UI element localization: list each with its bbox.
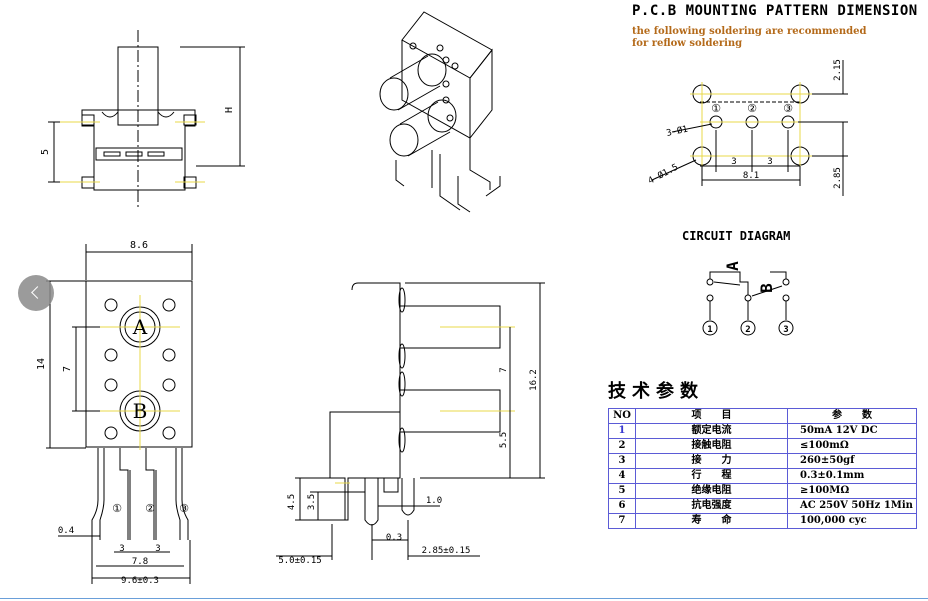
- pcb-hole1-label: 3-Ø1: [665, 124, 689, 139]
- spec-no: 7: [608, 513, 636, 529]
- spec-item: 接 力: [635, 453, 788, 469]
- dim-height-label: 14: [36, 358, 47, 370]
- dim-pin-pitch1-label: 3: [119, 544, 124, 554]
- pcb-note-1: the following soldering are recommended: [632, 26, 867, 37]
- pcb-dim-total-label: 8.1: [743, 171, 759, 181]
- dim-side-h2-label: 7: [499, 367, 509, 372]
- dim-five-label: 5: [40, 149, 51, 155]
- pcb-pin-3-label: ③: [783, 102, 793, 115]
- spec-item: 行 程: [635, 468, 788, 484]
- pcb-dim-h2-label: 3: [767, 157, 772, 167]
- spec-value: ≥100MΩ: [787, 483, 917, 499]
- button-a-label: A: [132, 315, 148, 339]
- dim-side-t1-label: 1.0: [426, 496, 442, 506]
- circuit-pin-2: 2: [745, 325, 750, 335]
- spec-value: ≤100mΩ: [787, 438, 917, 454]
- spec-no: 4: [608, 468, 636, 484]
- dim-overall-label: 9.6±0.3: [121, 576, 159, 586]
- spec-value: 0.3±0.1mm: [787, 468, 917, 484]
- table-row: 6 抗电强度 AC 250V 50Hz 1Min: [608, 498, 917, 514]
- spec-no: 1: [608, 423, 636, 439]
- side-view: [276, 282, 545, 560]
- dim-pin-thk-label: 0.4: [58, 526, 74, 536]
- isometric-view: [379, 11, 501, 213]
- circuit-label-b: B: [757, 283, 776, 293]
- pin-2-label: ②: [145, 502, 155, 515]
- pin-3-label: ③: [179, 502, 189, 515]
- top-view: [48, 30, 245, 210]
- dim-pitch-label: 7: [62, 366, 73, 372]
- spec-item: 额定电流: [635, 423, 788, 439]
- dim-side-d2-label: 2.85±0.15: [422, 546, 471, 556]
- spec-item: 寿 命: [635, 513, 788, 529]
- spec-no: 6: [608, 498, 636, 514]
- dim-width-label: 8.6: [130, 240, 148, 251]
- table-row: 1 额定电流 50mA 12V DC: [608, 423, 917, 439]
- spec-header-no: NO: [608, 408, 636, 424]
- spec-item: 抗电强度: [635, 498, 788, 514]
- circuit-pin-3: 3: [783, 325, 788, 335]
- pcb-note-2: for reflow soldering: [632, 38, 743, 49]
- circuit-label-a: A: [723, 261, 742, 271]
- pcb-dim-d2-label: 2.85: [833, 167, 843, 189]
- dim-h-label: H: [224, 107, 235, 113]
- spec-value: AC 250V 50Hz 1Min: [787, 498, 917, 514]
- button-b-label: B: [133, 399, 148, 423]
- spec-item: 接触电阻: [635, 438, 788, 454]
- dim-side-t2-label: 0.3: [386, 533, 402, 543]
- spec-title: 技术参数: [608, 381, 704, 402]
- spec-no: 5: [608, 483, 636, 499]
- spec-item: 绝缘电阻: [635, 483, 788, 499]
- pcb-title: P.C.B MOUNTING PATTERN DIMENSION: [632, 3, 918, 19]
- table-row: 2 接触电阻 ≤100mΩ: [608, 438, 917, 454]
- dim-side-d1-label: 5.0±0.15: [278, 556, 321, 566]
- spec-header-item: 项 目: [635, 408, 788, 424]
- table-row: 3 接 力 260±50gf: [608, 453, 917, 469]
- pin-1-label: ①: [112, 502, 122, 515]
- dim-side-h1-label: 16.2: [529, 369, 539, 391]
- spec-value: 50mA 12V DC: [787, 423, 917, 439]
- table-row: 5 绝缘电阻 ≥100MΩ: [608, 483, 917, 499]
- pcb-pattern: [651, 60, 848, 196]
- dim-pin-pitch2-label: 3: [155, 544, 160, 554]
- pcb-hole2-label: 4-Ø1.5: [646, 162, 680, 187]
- previous-image-button[interactable]: [18, 275, 54, 311]
- pcb-dim-h1-label: 3: [731, 157, 736, 167]
- circuit-title: CIRCUIT DIAGRAM: [682, 229, 791, 243]
- spec-header-row: NO 项 目 参 数: [608, 408, 917, 424]
- spec-no: 3: [608, 453, 636, 469]
- spec-header-value: 参 数: [787, 408, 917, 424]
- spec-table: NO 项 目 参 数 1 额定电流 50mA 12V DC 2 接触电阻 ≤10…: [608, 408, 917, 529]
- front-view: [46, 244, 193, 584]
- dim-side-p1-label: 4.5: [287, 494, 297, 510]
- table-row: 4 行 程 0.3±0.1mm: [608, 468, 917, 484]
- circuit-diagram: [702, 271, 794, 336]
- pcb-pin-2-label: ②: [747, 102, 757, 115]
- dim-side-h3-label: 5.5: [499, 432, 509, 448]
- spec-no: 2: [608, 438, 636, 454]
- dim-side-p2-label: 3.5: [307, 494, 317, 510]
- table-row: 7 寿 命 100,000 cyc: [608, 513, 917, 529]
- dim-span-label: 7.8: [132, 557, 148, 567]
- spec-value: 100,000 cyc: [787, 513, 917, 529]
- pcb-pin-1-label: ①: [711, 102, 721, 115]
- spec-value: 260±50gf: [787, 453, 917, 469]
- pcb-dim-d1-label: 2.15: [833, 59, 843, 81]
- divider: [0, 598, 928, 599]
- circuit-pin-1: 1: [707, 325, 712, 335]
